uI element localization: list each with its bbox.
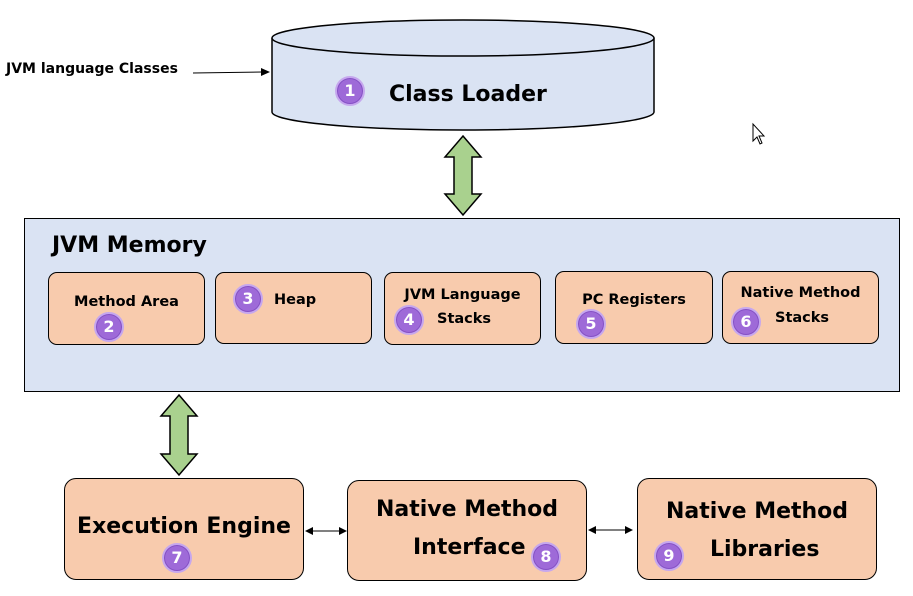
loader-memory-double-arrow bbox=[443, 134, 483, 217]
mouse-cursor-icon bbox=[752, 122, 766, 145]
badge-4: 4 bbox=[394, 305, 424, 335]
input-label: JVM language Classes bbox=[6, 61, 178, 77]
heap-box: 3 Heap bbox=[215, 272, 372, 344]
native-method-stacks-box: Native Method Stacks 6 bbox=[722, 271, 879, 344]
pc-registers-box: PC Registers 5 bbox=[555, 271, 713, 344]
native-method-libraries-box: Native Method Libraries 9 bbox=[637, 478, 877, 580]
native-method-interface-line2: Interface bbox=[413, 535, 526, 560]
badge-8: 8 bbox=[531, 542, 561, 572]
execution-engine-box: Execution Engine 7 bbox=[64, 478, 304, 580]
execution-engine-label: Execution Engine bbox=[77, 514, 291, 539]
input-arrow-head bbox=[261, 68, 270, 76]
heap-label: Heap bbox=[274, 292, 317, 308]
memory-execution-double-arrow bbox=[159, 393, 199, 477]
badge-7: 7 bbox=[162, 543, 192, 573]
native-method-libraries-line1: Native Method bbox=[665, 499, 849, 524]
interface-libraries-arrow bbox=[588, 526, 633, 534]
jvm-language-stacks-line1: JVM Language bbox=[404, 287, 521, 303]
method-area-box: Method Area 2 bbox=[48, 272, 205, 345]
native-method-stacks-line2: Stacks bbox=[775, 310, 830, 326]
jvm-language-stacks-line2: Stacks bbox=[437, 311, 492, 327]
badge-6: 6 bbox=[731, 307, 761, 337]
badge-2: 2 bbox=[94, 312, 124, 342]
native-method-interface-line1: Native Method bbox=[375, 497, 559, 522]
badge-5: 5 bbox=[576, 309, 606, 339]
native-method-interface-box: Native Method Interface 8 bbox=[347, 480, 587, 581]
jvm-memory-title: JVM Memory bbox=[52, 233, 207, 258]
input-arrow-line bbox=[192, 71, 263, 74]
native-method-libraries-line2: Libraries bbox=[710, 537, 820, 562]
badge-3: 3 bbox=[233, 284, 263, 314]
native-method-stacks-line1: Native Method bbox=[740, 285, 861, 301]
jvm-language-stacks-box: JVM Language Stacks 4 bbox=[384, 272, 541, 345]
pc-registers-label: PC Registers bbox=[582, 292, 686, 308]
method-area-label: Method Area bbox=[74, 294, 179, 310]
class-loader-label: Class Loader bbox=[389, 82, 547, 107]
engine-interface-arrow bbox=[305, 527, 347, 535]
badge-9: 9 bbox=[654, 541, 684, 571]
badge-1: 1 bbox=[335, 76, 365, 106]
class-loader-cylinder bbox=[271, 19, 655, 131]
